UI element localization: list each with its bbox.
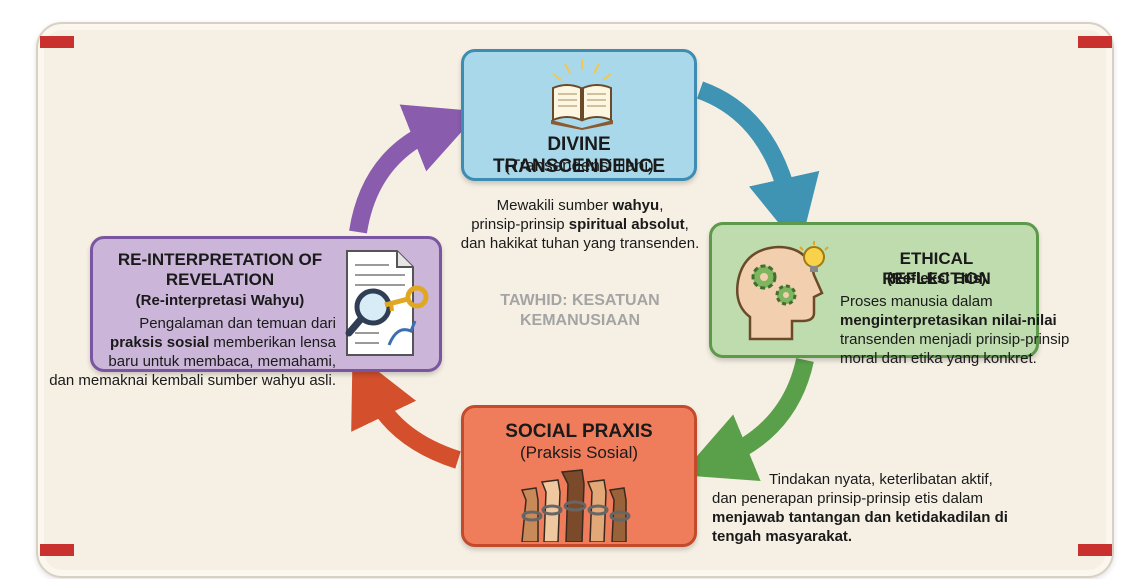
node-description-reinterpretation: Pengalaman dan temuan dari praksis sosia… xyxy=(46,314,336,390)
node-description-ethical: Proses manusia dalam menginterpretasikan… xyxy=(840,292,1110,368)
desc-line: moral dan etika yang konkret. xyxy=(840,350,1037,367)
node-title: ETHICAL REFLECTION xyxy=(882,249,991,288)
node-social-praxis: SOCIAL PRAXIS (Praksis Sosial) xyxy=(461,405,697,547)
corner-ribbon xyxy=(1078,36,1112,48)
node-subtitle: (Re-interpretasi Wahyu) xyxy=(135,292,305,309)
desc-line: dan penerapan prinsip-prinsip etis dalam xyxy=(712,490,983,507)
corner-ribbon xyxy=(40,544,74,556)
node-title: RE-INTERPRETATION OF REVELATION xyxy=(117,250,323,289)
node-subtitle: (Praksis Sosial) xyxy=(519,443,639,462)
node-subtitle: (Refleksi Etis) xyxy=(886,270,987,287)
desc-line: baru untuk membaca, memahami, xyxy=(108,353,336,370)
node-reinterpretation-revelation xyxy=(90,236,442,372)
head-gears-lightbulb-icon xyxy=(730,239,834,348)
node-ethical-reflection xyxy=(709,222,1039,358)
desc-line: transenden menjadi prinsip-prinsip xyxy=(840,331,1070,348)
node-description-social: Tindakan nyata, keterlibatan aktif, dan … xyxy=(712,470,1042,546)
desc-line: menjawab tantangan dan ketidakadilan di xyxy=(712,509,1008,526)
desc-line: praksis sosial memberikan lensa xyxy=(110,334,336,351)
node-divine-transcendence: DIVINE TRANSCENDENCE (Transendensi Ilahi… xyxy=(461,49,697,181)
desc-line: tengah masyarakat. xyxy=(712,528,853,545)
desc-line: menginterpretasikan nilai-nilai xyxy=(840,312,1057,329)
center-label: TAWHID: KESATUAN KEMANUSIAAN xyxy=(500,292,660,329)
desc-line: Proses manusia dalam xyxy=(840,293,993,310)
arrow-top-to-right xyxy=(696,81,820,249)
arrow-right-to-bottom xyxy=(680,357,814,481)
desc-line: dan hakikat tuhan yang transenden. xyxy=(460,235,700,252)
node-description-divine: Mewakili sumber wahyu, prinsip-prinsip s… xyxy=(452,196,708,253)
arrow-left-to-top xyxy=(349,104,480,234)
raised-fists-broken-chains-icon xyxy=(516,466,646,547)
node-subtitle: (Transendensi Ilahi) xyxy=(504,156,654,175)
desc-line: dan memaknai kembali sumber wahyu asli. xyxy=(49,372,336,389)
open-book-icon xyxy=(547,58,617,135)
corner-ribbon xyxy=(1078,544,1112,556)
arrow-bottom-to-left xyxy=(351,351,461,469)
node-title: SOCIAL PRAXIS xyxy=(505,421,653,442)
desc-line: Pengalaman dan temuan dari xyxy=(139,315,336,332)
corner-ribbon xyxy=(40,36,74,48)
document-magnifier-key-icon xyxy=(339,245,435,366)
desc-line: Tindakan nyata, keterlibatan aktif, xyxy=(769,471,993,488)
node-title: DIVINE TRANSCENDENCE xyxy=(492,134,666,177)
desc-line: Mewakili sumber wahyu, xyxy=(496,197,664,214)
desc-line: prinsip-prinsip spiritual absolut, xyxy=(471,216,689,233)
